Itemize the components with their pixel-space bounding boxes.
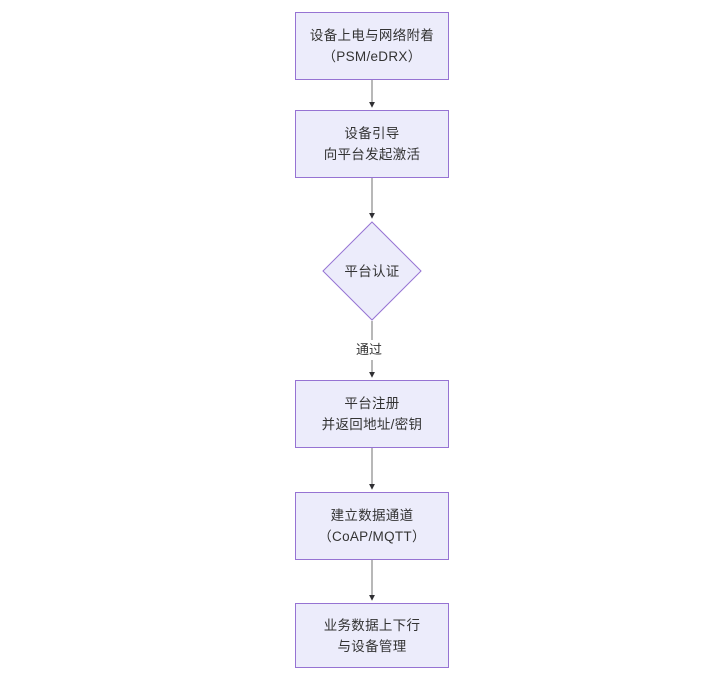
node-device-power-on[interactable]: 设备上电与网络附着 （PSM/eDRX） [295,12,449,80]
node-label-line: 向平台发起激活 [323,147,421,162]
edge-label-pass: 通过 [353,340,386,360]
node-establish-data-channel[interactable]: 建立数据通道 （CoAP/MQTT） [295,492,449,560]
node-label-line: 设备上电与网络附着 [309,28,435,43]
node-label-line: （PSM/eDRX） [322,49,422,64]
node-business-data-and-device-management[interactable]: 业务数据上下行 与设备管理 [295,603,449,668]
diamond-shape [322,221,422,321]
node-platform-authentication[interactable]: 平台认证 [322,221,422,321]
node-label-line: 业务数据上下行 [323,617,421,633]
node-platform-registration[interactable]: 平台注册 并返回地址/密钥 [295,380,449,448]
node-device-bootstrap[interactable]: 设备引导 向平台发起激活 [295,110,449,178]
node-label-line: （CoAP/MQTT） [318,529,426,544]
node-label-line: 建立数据通道 [330,508,414,523]
node-label-line: 平台认证 [344,263,400,279]
node-label-line: 并返回地址/密钥 [321,417,423,432]
node-label-line: 与设备管理 [337,638,407,654]
node-label-line: 设备引导 [344,126,400,141]
node-label-line: 平台注册 [344,396,400,411]
